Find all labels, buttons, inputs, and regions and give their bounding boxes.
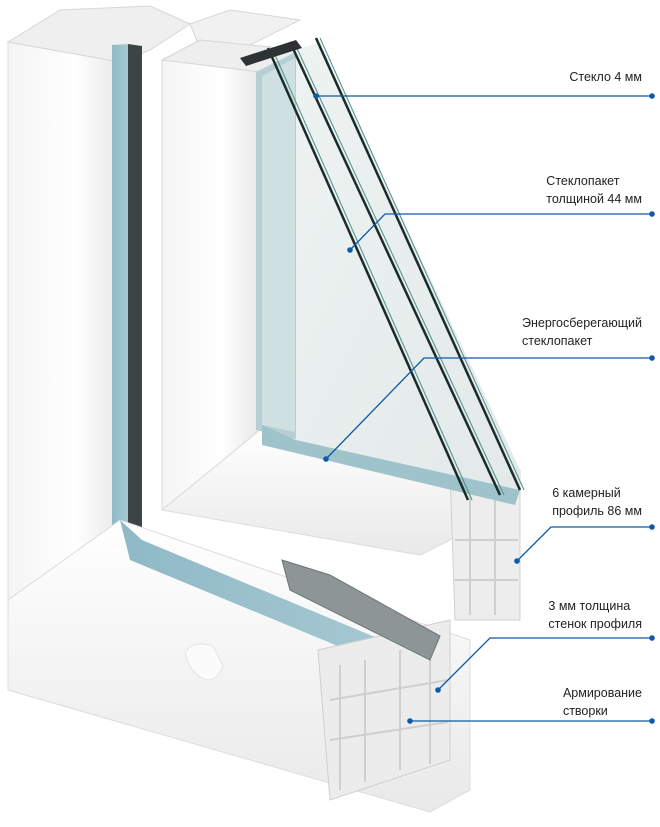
callout-leaders (313, 93, 655, 724)
leader-dot-icon (649, 718, 655, 724)
leader-dot-icon (407, 718, 413, 724)
leader-line-profile-chambers (516, 526, 652, 562)
callout-text: толщиной 44 мм (546, 192, 642, 206)
callout-text: 3 мм толщина (548, 599, 631, 613)
callout-text: 6 камерный (552, 486, 621, 500)
leader-dot-icon (649, 355, 655, 361)
callout-label-glazing-unit: Стеклопакет толщиной 44 мм (546, 172, 642, 208)
callout-label-sash-reinforcement: Армирование створки (563, 684, 642, 720)
leader-dot-icon (649, 93, 655, 99)
callout-text: профиль 86 мм (552, 504, 642, 518)
callout-text: Армирование (562, 686, 642, 700)
leader-dot-icon (435, 687, 441, 693)
callout-text: стеклопакет (521, 334, 593, 348)
leader-line-glazing-unit (349, 213, 652, 251)
leader-dot-icon (313, 93, 319, 99)
callout-label-glass: Стекло 4 мм (569, 68, 642, 86)
callout-text: Стекло 4 мм (569, 70, 642, 84)
callout-text: створки (562, 704, 608, 718)
callout-text: Энергосберегающий (521, 316, 642, 330)
callout-label-profile-chambers: 6 камерный профиль 86 мм (552, 484, 642, 520)
callout-label-wall-thickness: 3 мм толщина стенок профиля (548, 597, 642, 633)
glazing-unit (240, 37, 525, 505)
leader-dot-icon (514, 558, 520, 564)
leader-line-energy-saving-unit (325, 357, 652, 460)
leader-dot-icon (649, 524, 655, 530)
leader-dot-icon (649, 211, 655, 217)
callout-text: стенок профиля (548, 617, 642, 631)
callout-label-energy-saving-unit: Энергосберегающий стеклопакет (522, 314, 642, 350)
leader-dot-icon (323, 456, 329, 462)
leader-dot-icon (347, 247, 353, 253)
callout-text: Стеклопакет (546, 174, 620, 188)
leader-dot-icon (649, 635, 655, 641)
outer-frame (6, 5, 471, 813)
leader-line-wall-thickness (437, 637, 652, 691)
